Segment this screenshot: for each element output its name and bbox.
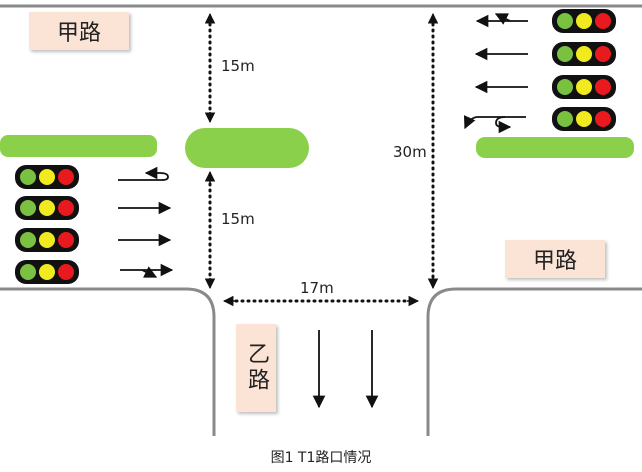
distance-label-road-width: 30m — [393, 143, 427, 161]
traffic-light — [552, 107, 616, 131]
right-turn-arrow — [494, 13, 511, 25]
green-lamp — [557, 79, 573, 95]
road-label-main-top: 甲路 — [29, 12, 129, 50]
yellow-lamp — [576, 13, 592, 29]
red-lamp — [58, 264, 74, 280]
distance-label-north: 15m — [221, 57, 255, 75]
left-turn-arrow — [463, 115, 526, 130]
side-road-arrows — [312, 330, 379, 409]
southwest-road-edge — [0, 287, 216, 436]
green-lamp — [557, 111, 573, 127]
west-median — [0, 135, 157, 157]
traffic-light — [552, 42, 616, 66]
red-lamp — [58, 200, 74, 216]
yellow-lamp — [39, 200, 55, 216]
green-lamp — [20, 232, 36, 248]
figure-caption: 图1 T1路口情况 — [270, 450, 372, 466]
red-lamp — [595, 79, 611, 95]
road-label-side-text: 乙路 — [244, 342, 269, 394]
road-label-side: 乙路 — [236, 324, 276, 412]
traffic-light — [552, 75, 616, 99]
east-lane-arrows — [463, 13, 528, 134]
west-signal-group — [15, 165, 79, 284]
center-median — [185, 128, 309, 168]
u-turn-arrow — [495, 116, 512, 134]
red-lamp — [595, 46, 611, 62]
yellow-lamp — [576, 111, 592, 127]
green-lamp — [557, 13, 573, 29]
traffic-light — [15, 165, 79, 189]
green-lamp — [20, 169, 36, 185]
green-lamp — [20, 200, 36, 216]
east-median — [476, 137, 634, 158]
traffic-light — [552, 9, 616, 33]
traffic-light — [15, 196, 79, 220]
distance-label-side-road: 17m — [300, 279, 334, 297]
green-lamp — [557, 46, 573, 62]
southeast-road-edge — [426, 287, 642, 436]
green-lamp — [20, 264, 36, 280]
yellow-lamp — [39, 169, 55, 185]
red-lamp — [595, 13, 611, 29]
traffic-light — [15, 228, 79, 252]
yellow-lamp — [39, 264, 55, 280]
red-lamp — [595, 111, 611, 127]
red-lamp — [58, 169, 74, 185]
red-lamp — [58, 232, 74, 248]
right-turn-arrow — [141, 266, 158, 278]
u-turn-arrow — [118, 166, 169, 181]
east-signal-group — [552, 9, 616, 131]
road-label-main-bottom: 甲路 — [505, 240, 605, 278]
traffic-light — [15, 260, 79, 284]
yellow-lamp — [576, 79, 592, 95]
distance-label-south: 15m — [221, 210, 255, 228]
yellow-lamp — [39, 232, 55, 248]
yellow-lamp — [576, 46, 592, 62]
west-lane-arrows — [118, 166, 174, 278]
